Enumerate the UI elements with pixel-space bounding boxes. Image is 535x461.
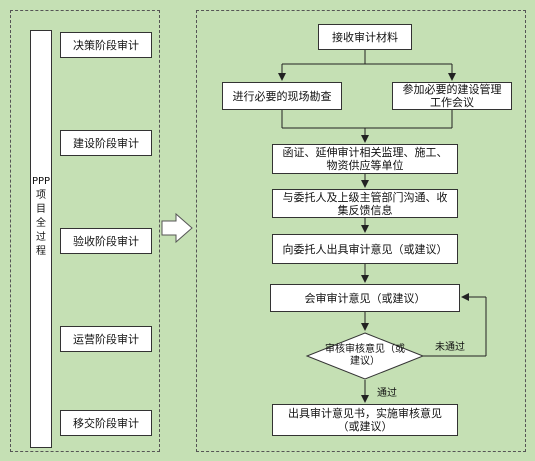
management-meeting-box: 参加必要的建设管理工作会议 xyxy=(392,82,512,110)
stage-operation: 运营阶段审计 xyxy=(60,326,152,352)
fail-label: 未通过 xyxy=(435,341,465,353)
review-diamond xyxy=(305,332,425,380)
left-dashed-frame xyxy=(10,10,160,452)
right-dashed-frame xyxy=(196,10,526,452)
stage-decision: 决策阶段审计 xyxy=(60,32,152,58)
stage-acceptance: 验收阶段审计 xyxy=(60,228,152,254)
receive-materials-box: 接收审计材料 xyxy=(318,24,412,50)
pass-label: 通过 xyxy=(377,387,397,399)
joint-review-box: 会审审计意见（或建议） xyxy=(270,284,460,312)
letters-box: 函证、延伸审计相关监理、施工、物资供应等单位 xyxy=(272,144,458,174)
communicate-box: 与委托人及上级主管部门沟通、收集反馈信息 xyxy=(272,189,458,218)
issue-opinion-box: 向委托人出具审计意见（或建议） xyxy=(272,234,458,264)
ppp-vertical-bar xyxy=(30,30,52,448)
review-diamond-label: 审核审核意见（或建议） xyxy=(325,344,405,367)
final-report-box: 出具审计意见书，实施审核意见（或建议） xyxy=(272,404,458,436)
stage-transfer: 移交阶段审计 xyxy=(60,410,152,436)
transfer-arrow xyxy=(161,212,193,244)
site-survey-box: 进行必要的现场勘查 xyxy=(222,82,342,110)
stage-construction: 建设阶段审计 xyxy=(60,130,152,156)
